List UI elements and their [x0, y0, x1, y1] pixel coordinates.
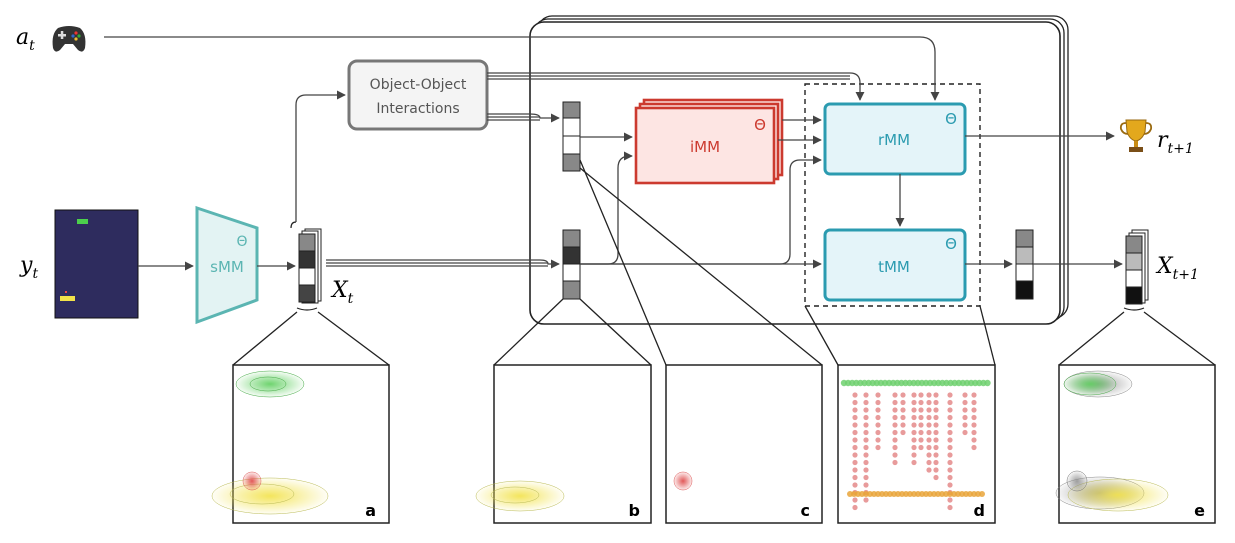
ooi-label-line1: Object-Object: [370, 77, 467, 93]
latent-xt1-stack: [1123, 229, 1149, 311]
tmm-theta: Θ: [945, 235, 957, 253]
interaction-vector: [562, 101, 581, 172]
latent-xt-stack: [290, 221, 322, 311]
trophy-icon: [1119, 119, 1153, 152]
action-label: at: [16, 25, 35, 54]
object-vector: [562, 229, 581, 300]
imm-theta: Θ: [754, 116, 766, 134]
panel-d-label: d: [974, 501, 985, 520]
smm-theta: Θ: [236, 234, 247, 250]
observation-label: yt: [19, 253, 38, 282]
panel-a: a: [211, 364, 390, 524]
reward-label: rt+1: [1157, 128, 1194, 157]
model-frame-stack: [529, 15, 1069, 325]
gamepad-icon: [52, 26, 86, 52]
panel-b-label: b: [629, 501, 640, 520]
ooi-label-line2: Interactions: [376, 101, 459, 117]
connections: [104, 36, 1123, 271]
imm-module: iMM Θ: [634, 98, 784, 185]
panel-e-label: e: [1194, 501, 1205, 520]
zoom-lines: [232, 159, 1216, 366]
latent-xt1-label: Xt+1: [1155, 254, 1199, 283]
smm-label: sMM: [210, 258, 244, 276]
panel-d: d: [837, 364, 996, 524]
smm-module: sMM Θ: [195, 205, 259, 325]
panel-a-label: a: [365, 501, 376, 520]
rmm-module: rMM Θ: [823, 102, 967, 176]
tmm-label: tMM: [878, 258, 910, 276]
panel-e: e: [1055, 364, 1216, 524]
panel-b: b: [475, 364, 652, 524]
panel-c: c: [665, 364, 823, 524]
rmm-label: rMM: [878, 131, 910, 149]
tmm-output-vector: [1015, 229, 1034, 300]
latent-xt-label: Xt: [330, 278, 354, 307]
tmm-module: tMM Θ: [823, 228, 967, 302]
rmm-theta: Θ: [945, 110, 957, 128]
game-frame: [54, 209, 139, 319]
object-interactions-box: Object-Object Interactions: [347, 59, 489, 131]
imm-label: iMM: [690, 138, 720, 156]
panel-c-label: c: [801, 501, 810, 520]
